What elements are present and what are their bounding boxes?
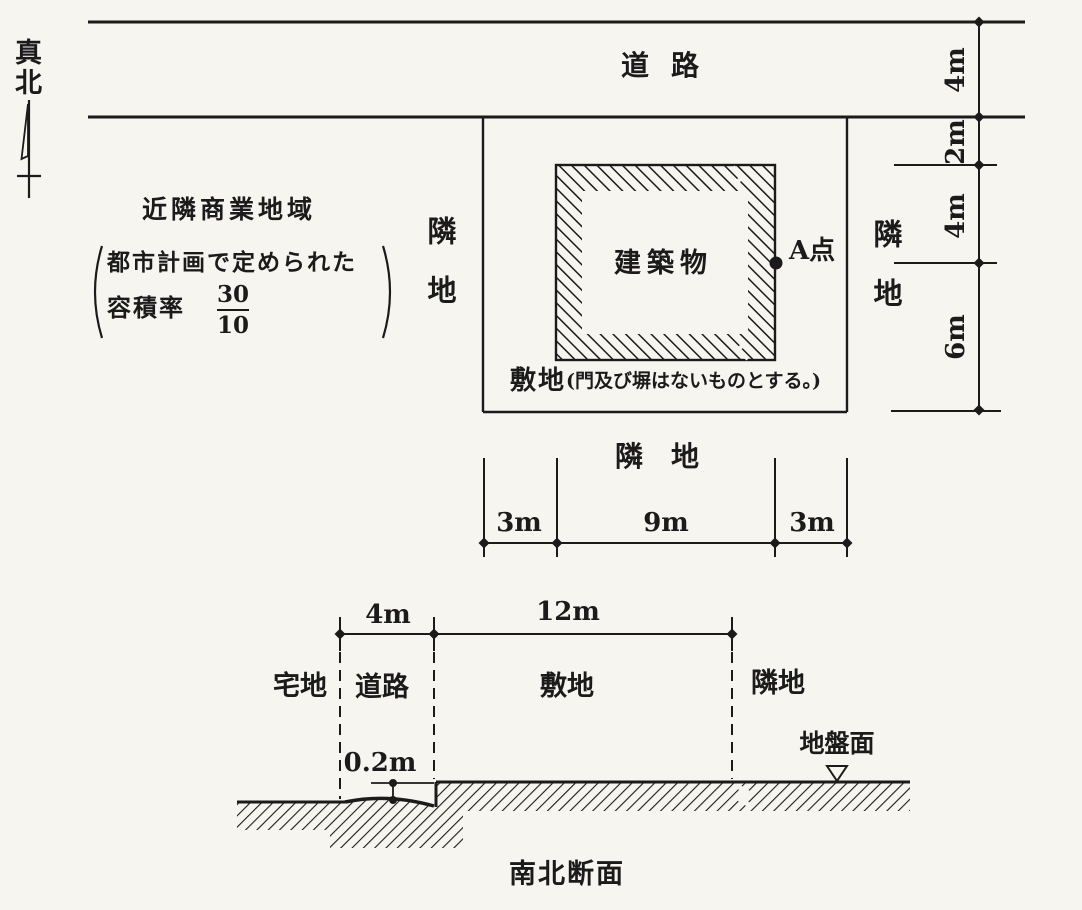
zone-ratio-fraction: 30 10 — [213, 281, 253, 339]
ground-level-label: 地盤面 — [799, 729, 875, 758]
zone-note-parentheses — [93, 245, 392, 339]
section-ground — [237, 780, 910, 848]
dim-right-lower: 6m — [941, 314, 971, 360]
point-a-label: A点 — [789, 236, 836, 266]
section-title: 南北断面 — [509, 859, 625, 890]
building-footprint — [554, 163, 777, 362]
hatch-break-mark — [732, 332, 750, 361]
zone-ratio-label: 容積率 — [107, 293, 185, 322]
north-label: 真北 — [10, 38, 41, 98]
zone-note-line1: 都市計画で定められた — [107, 249, 357, 276]
dim-right-upper: 4m — [941, 193, 971, 239]
site-boundary — [481, 117, 849, 414]
dim-bottom-middle: 9m — [643, 508, 689, 538]
section-label-site: 敷地 — [540, 671, 594, 702]
section-label-neighbor: 隣地 — [751, 668, 805, 699]
section-dim-road: 4m — [365, 600, 411, 630]
plan-right-neighbor-label: 隣地 — [869, 219, 903, 337]
site-label: 敷地 — [510, 366, 567, 396]
dim-bottom-right: 3m — [789, 508, 835, 538]
plan-road-label: 道路 — [621, 49, 722, 82]
plan-bottom-neighbor-label: 隣地 — [615, 440, 728, 473]
step-dimension — [371, 779, 434, 804]
dim-right-road: 4m — [941, 47, 971, 93]
section-label-road: 道路 — [355, 672, 409, 703]
zone-name-label: 近隣商業地域 — [142, 195, 317, 224]
section-label-lot: 宅地 — [273, 671, 327, 702]
bottom-dimension-lines — [483, 458, 848, 557]
site-note: (門及び塀はないものとする。) — [566, 369, 821, 392]
building-label: 建築物 — [614, 248, 713, 279]
plan-left-neighbor-label: 隣地 — [423, 216, 457, 334]
dim-right-setback: 2m — [941, 119, 971, 165]
site-caption: 敷地(門及び塀はないものとする。) — [483, 368, 848, 394]
point-a-dot — [769, 256, 783, 270]
ground-level-marker-icon — [825, 765, 849, 783]
ratio-denominator: 10 — [217, 309, 250, 339]
hatch-break-mark — [731, 165, 749, 194]
dim-bottom-left: 3m — [496, 508, 542, 538]
ground-break-mark — [734, 784, 754, 808]
north-arrow-icon — [17, 100, 41, 198]
road-edge-lines — [88, 20, 1025, 119]
ratio-numerator: 30 — [217, 281, 250, 308]
section-dim-step: 0.2m — [343, 748, 417, 778]
section-dim-site: 12m — [536, 597, 600, 627]
